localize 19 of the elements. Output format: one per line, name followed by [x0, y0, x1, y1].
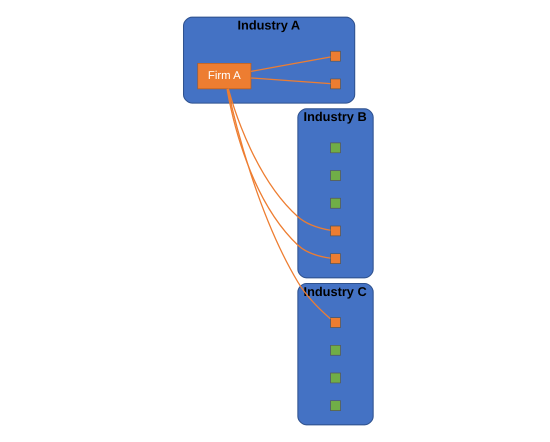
node-box	[330, 78, 340, 90]
node-box	[330, 226, 340, 236]
connector	[227, 88, 330, 231]
connector	[250, 77, 330, 84]
node-box	[330, 400, 340, 411]
connector	[226, 89, 330, 259]
cluster: Industry B	[296, 108, 374, 278]
node-box: Firm A	[196, 62, 251, 90]
node-box	[330, 170, 340, 181]
node-box	[330, 142, 340, 154]
connector	[226, 88, 330, 320]
cluster: Industry C	[296, 282, 374, 426]
node-box	[330, 317, 340, 328]
node-box	[330, 372, 340, 384]
node-box	[330, 50, 340, 62]
node-box	[330, 344, 340, 356]
connector	[250, 56, 330, 72]
node-box	[330, 253, 340, 264]
node-box	[330, 198, 340, 209]
